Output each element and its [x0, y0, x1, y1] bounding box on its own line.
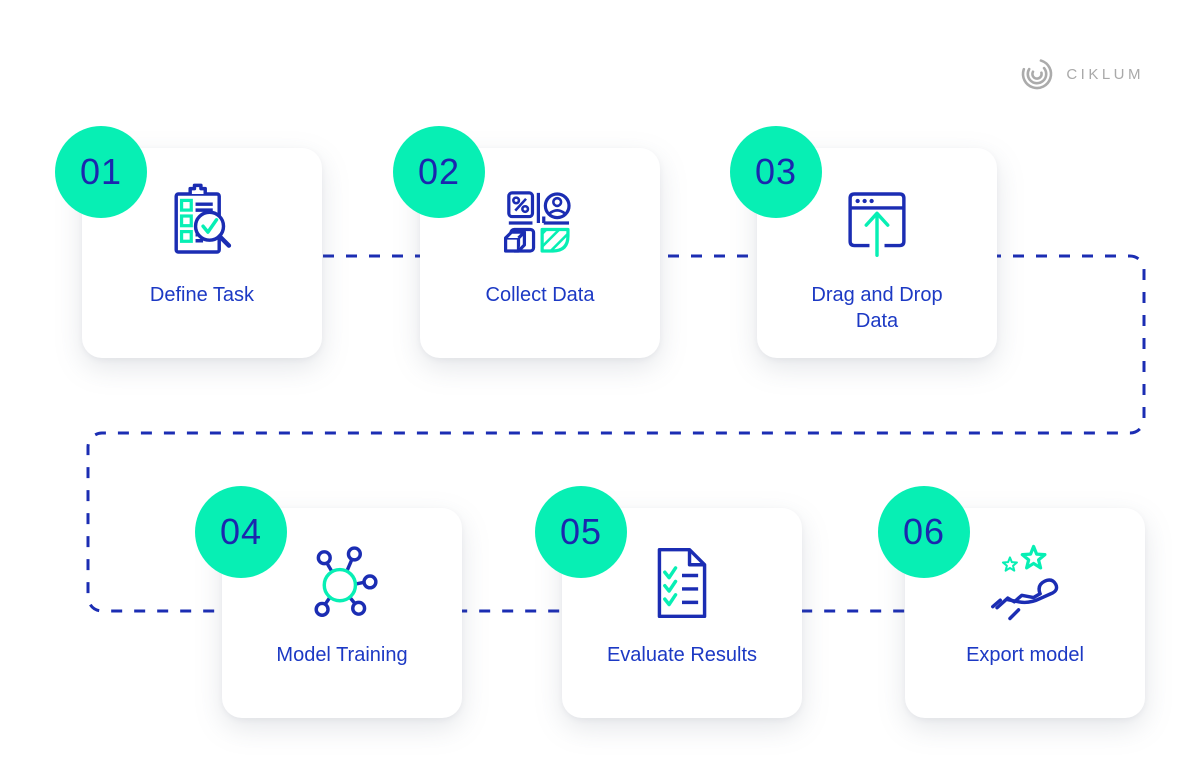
- brand-logo: CIKLUM: [1018, 55, 1144, 93]
- step-evaluate-results: Evaluate Results 05: [535, 486, 802, 718]
- step-drag-and-drop-data: Drag and Drop Data 03: [730, 126, 997, 358]
- step-number: 05: [559, 511, 603, 552]
- step-number-badge: 04: [195, 486, 287, 578]
- brand-name: CIKLUM: [1066, 65, 1144, 83]
- step-label: Drag and Drop Data: [811, 284, 943, 333]
- step-label: Evaluate Results: [606, 644, 758, 666]
- step-number: 06: [902, 511, 946, 552]
- checklist-document-icon: [637, 538, 727, 628]
- hand-with-stars-icon: [980, 538, 1070, 628]
- step-collect-data: Collect Data 02: [393, 126, 660, 358]
- step-number: 01: [79, 151, 123, 192]
- step-number-badge: 06: [878, 486, 970, 578]
- step-label: Export model: [966, 644, 1084, 666]
- step-define-task: Define Task 01: [55, 126, 322, 358]
- step-label: Model Training: [276, 644, 408, 666]
- step-number: 03: [754, 151, 798, 192]
- step-number-badge: 03: [730, 126, 822, 218]
- upload-window-arrow-icon: [832, 178, 922, 268]
- step-label: Define Task: [149, 284, 255, 306]
- step-number-badge: 05: [535, 486, 627, 578]
- network-hub-icon: [297, 538, 387, 628]
- step-number: 04: [219, 511, 263, 552]
- step-export-model: Export model 06: [878, 486, 1145, 718]
- step-number-badge: 02: [393, 126, 485, 218]
- step-number: 02: [417, 151, 461, 192]
- clipboard-checklist-magnifier-icon: [157, 178, 247, 268]
- data-sources-grid-icon: [495, 178, 585, 268]
- step-model-training: Model Training 04: [195, 486, 462, 718]
- ciklum-concentric-c-logo: [1022, 58, 1053, 90]
- step-label: Collect Data: [485, 284, 595, 306]
- step-number-badge: 01: [55, 126, 147, 218]
